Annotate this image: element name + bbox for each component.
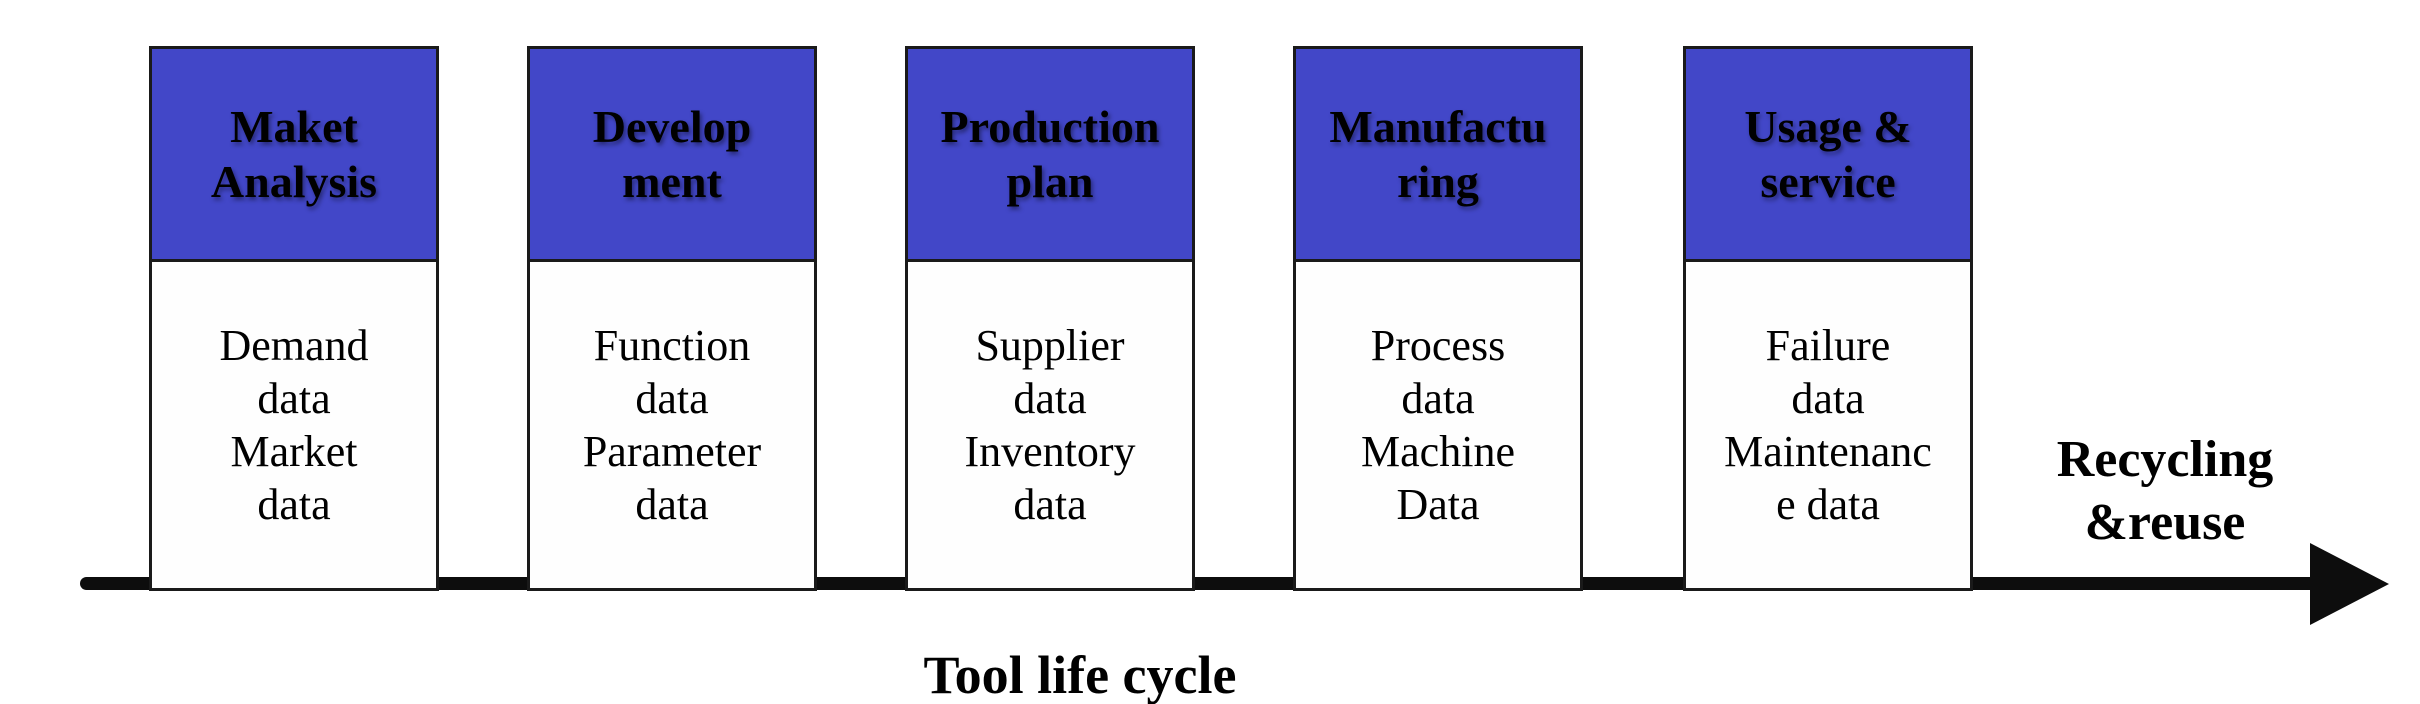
stage-title: Production plan bbox=[908, 49, 1192, 262]
stage-title: Manufactu ring bbox=[1296, 49, 1580, 262]
stage-box-manufacturing: Manufactu ring Process data Machine Data bbox=[1293, 46, 1583, 591]
stage-box-production-plan: Production plan Supplier data Inventory … bbox=[905, 46, 1195, 591]
stage-data: Supplier data Inventory data bbox=[964, 321, 1136, 529]
timeline-arrowhead-icon bbox=[2310, 543, 2389, 625]
tool-life-cycle-caption: Tool life cycle bbox=[923, 645, 1237, 704]
stage-data: Demand data Market data bbox=[219, 321, 369, 529]
stage-data: Function data Parameter data bbox=[582, 321, 762, 529]
stage-title: Develop ment bbox=[530, 49, 814, 262]
recycling-reuse-label: Recycling &reuse bbox=[2056, 431, 2274, 551]
stage-data: Process data Machine Data bbox=[1361, 321, 1515, 529]
stage-box-development: Develop ment Function data Parameter dat… bbox=[527, 46, 817, 591]
stage-box-market-analysis: Maket Analysis Demand data Market data bbox=[149, 46, 439, 591]
stage-box-usage-service: Usage & service Failure data Maintenanc … bbox=[1683, 46, 1973, 591]
stage-data: Failure data Maintenanc e data bbox=[1724, 321, 1932, 529]
stage-title: Usage & service bbox=[1686, 49, 1970, 262]
stage-title: Maket Analysis bbox=[152, 49, 436, 262]
